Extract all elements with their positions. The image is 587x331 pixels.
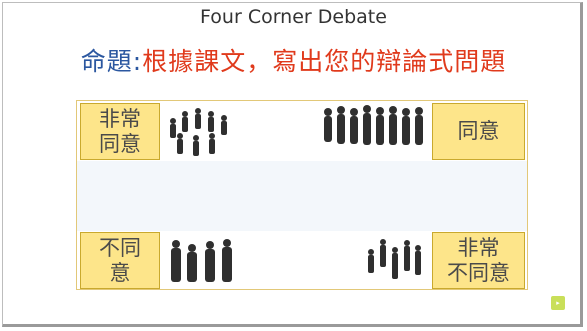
people-group-bottom-right-icon: [365, 234, 427, 286]
corner-label-line: 同意: [457, 119, 500, 143]
corner-disagree: 不同 意: [80, 232, 160, 289]
corner-label-line: 不同意: [447, 260, 510, 285]
prompt-lead: 命題:: [80, 47, 143, 76]
corner-strongly-disagree: 非常 不同意: [432, 232, 525, 289]
corner-label-line: 非常: [99, 106, 141, 131]
slide-nav-icon[interactable]: ▸: [551, 296, 565, 310]
corner-label-line: 意: [109, 260, 131, 285]
people-group-top-left-icon: [165, 105, 231, 161]
room-center-band: [77, 161, 527, 231]
room-bottom-edge: [243, 289, 328, 290]
prompt-body: 根據課文，寫出您的辯論式問題: [142, 47, 507, 76]
people-group-top-right-icon: [322, 104, 430, 150]
corner-strongly-agree: 非常 同意: [80, 103, 160, 160]
corner-label-line: 同意: [99, 131, 141, 156]
corner-label-line: 非常: [457, 235, 500, 260]
people-group-bottom-left-icon: [166, 236, 238, 286]
corner-label-line: 不同: [99, 235, 141, 260]
debate-prompt: 命題:根據課文，寫出您的辯論式問題: [0, 42, 587, 78]
corner-agree: 同意: [432, 103, 525, 160]
slide-title: Four Corner Debate: [200, 6, 387, 28]
